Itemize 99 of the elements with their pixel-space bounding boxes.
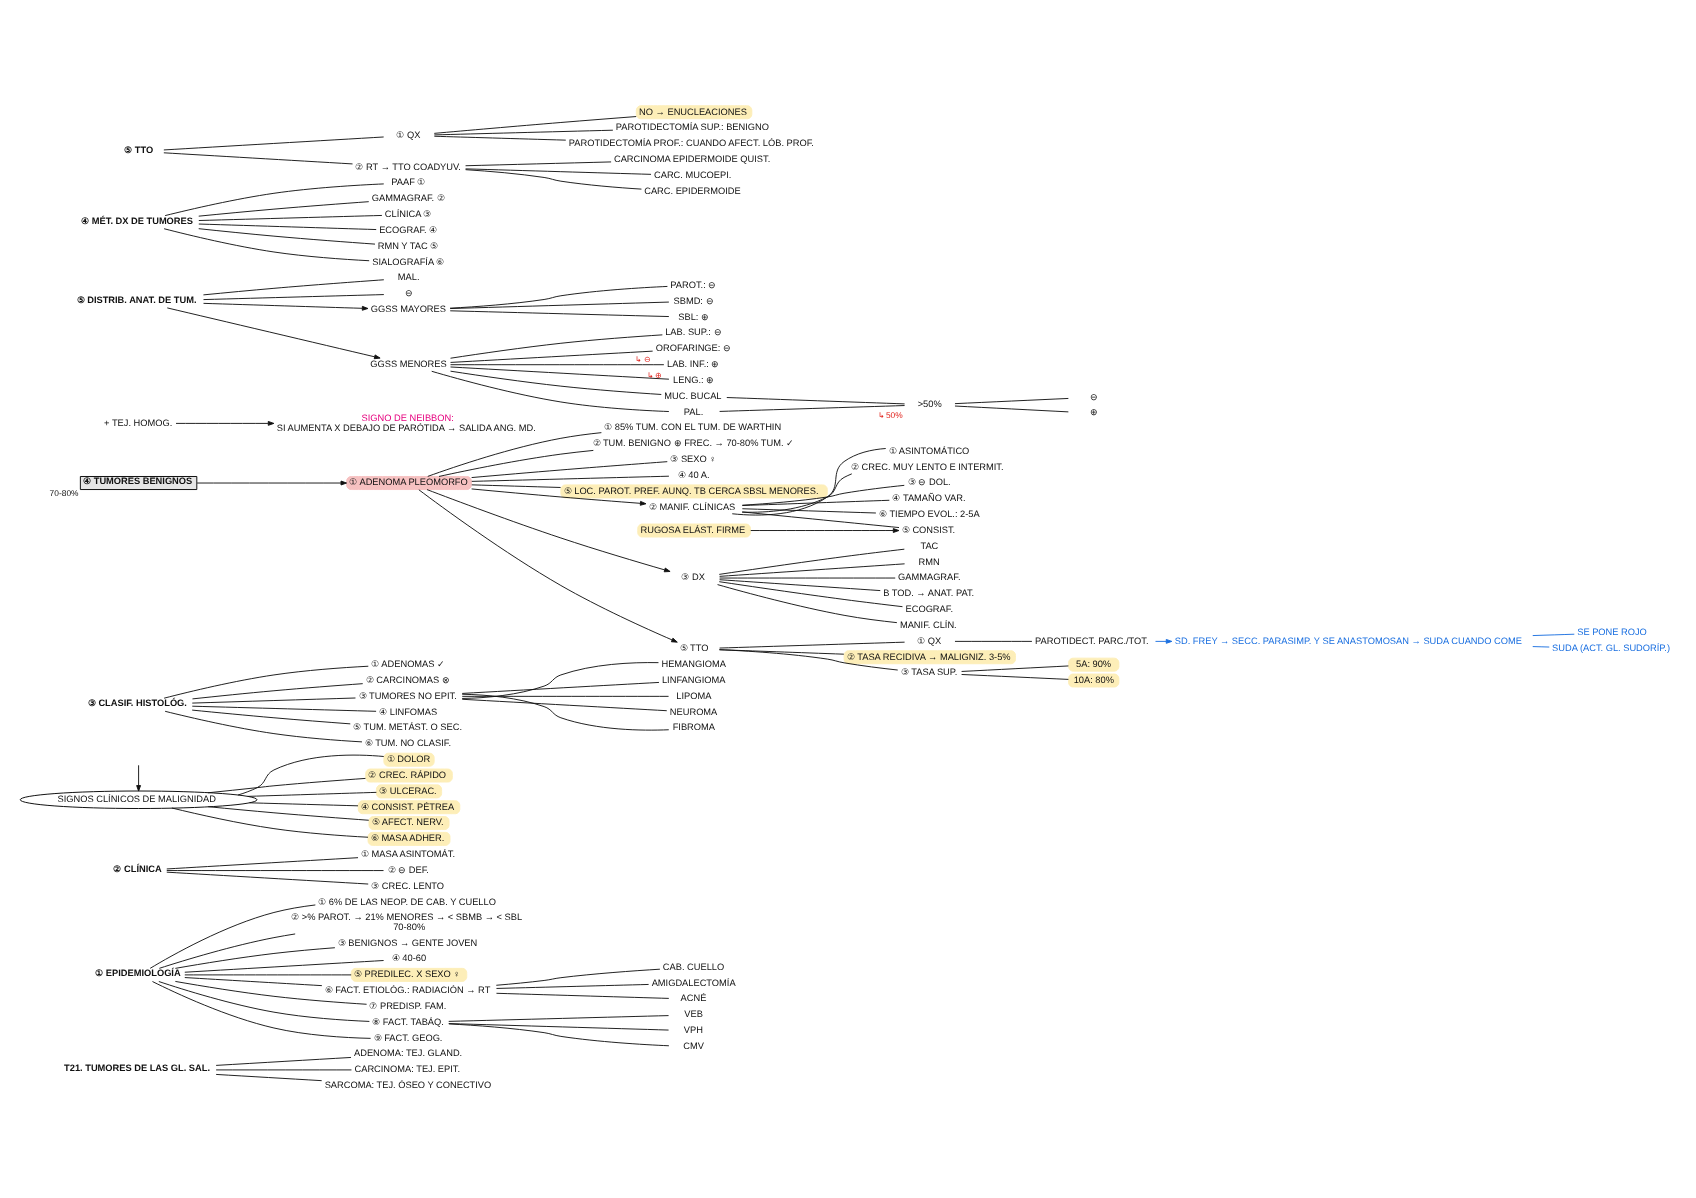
arrow — [418, 489, 678, 643]
connector — [166, 857, 359, 870]
connector — [192, 683, 364, 700]
connector — [448, 1015, 670, 1022]
connector — [741, 484, 905, 506]
arrow — [750, 528, 900, 533]
connector — [171, 807, 369, 838]
connector — [741, 508, 877, 514]
connector — [719, 405, 906, 412]
connector — [461, 693, 670, 731]
connector — [202, 279, 385, 296]
connector — [198, 215, 383, 221]
connector — [198, 228, 376, 245]
connector — [717, 584, 898, 624]
arrow — [471, 488, 647, 506]
connector — [449, 301, 670, 309]
connector — [166, 871, 369, 885]
arrow — [196, 480, 348, 486]
connector — [164, 710, 363, 743]
connector — [465, 169, 642, 190]
connector — [207, 806, 370, 821]
connector — [191, 705, 377, 712]
connector — [471, 475, 670, 482]
connector — [433, 129, 614, 136]
connector — [496, 992, 670, 999]
connector — [149, 904, 316, 969]
connector — [954, 405, 1069, 413]
connector — [961, 665, 1069, 672]
arrow — [426, 489, 671, 573]
connector — [741, 499, 890, 506]
connector — [954, 640, 1033, 642]
connector — [718, 649, 899, 671]
connector — [718, 581, 903, 608]
connector — [427, 432, 602, 477]
connector — [158, 981, 370, 1022]
connector — [450, 350, 654, 363]
connector — [166, 870, 384, 872]
connector — [1532, 633, 1575, 637]
connector — [433, 135, 567, 141]
arrow — [1155, 638, 1173, 644]
connector — [207, 777, 366, 794]
connector — [184, 974, 352, 976]
connector — [461, 681, 660, 694]
connector — [726, 397, 906, 405]
connector — [471, 461, 668, 479]
connector — [731, 448, 887, 516]
connector — [450, 366, 670, 380]
connector — [163, 152, 353, 165]
connector — [1532, 646, 1550, 648]
connector — [450, 370, 662, 395]
connector — [174, 980, 368, 1005]
arrow — [175, 420, 275, 426]
connector — [191, 709, 351, 725]
connector — [461, 698, 668, 712]
connector — [471, 484, 562, 488]
connector — [450, 334, 663, 359]
connector — [719, 577, 896, 579]
arrow — [166, 307, 381, 360]
arrow — [136, 764, 142, 792]
connector — [203, 294, 385, 301]
connector — [961, 674, 1069, 680]
connector — [496, 984, 650, 989]
connector — [719, 579, 881, 592]
connector — [184, 960, 385, 973]
connector — [450, 364, 665, 366]
connector — [448, 1023, 670, 1031]
connector — [198, 223, 377, 231]
connector — [163, 136, 385, 151]
connector — [158, 933, 296, 969]
connector — [433, 116, 637, 134]
connector — [461, 662, 659, 699]
connector — [152, 981, 372, 1039]
connector — [247, 791, 377, 797]
arrow — [203, 302, 369, 311]
connector — [954, 397, 1069, 405]
connector — [163, 228, 370, 262]
connector — [431, 370, 670, 412]
connector — [164, 183, 385, 217]
connector — [495, 968, 661, 986]
connector — [215, 1073, 323, 1082]
connector — [741, 511, 900, 529]
connector — [719, 641, 906, 649]
connector — [461, 695, 670, 697]
connector — [237, 754, 385, 796]
connector — [249, 802, 359, 807]
connector — [449, 310, 670, 317]
connector — [719, 563, 906, 577]
connector — [448, 1023, 670, 1047]
connector — [163, 665, 369, 699]
connector — [174, 947, 336, 969]
connector — [215, 1056, 352, 1066]
connector — [438, 449, 594, 477]
connector — [718, 548, 905, 575]
connector — [198, 201, 370, 217]
connector — [449, 285, 668, 309]
connector — [184, 977, 323, 987]
connector — [191, 697, 356, 704]
connector — [465, 168, 652, 175]
connector — [465, 161, 612, 167]
